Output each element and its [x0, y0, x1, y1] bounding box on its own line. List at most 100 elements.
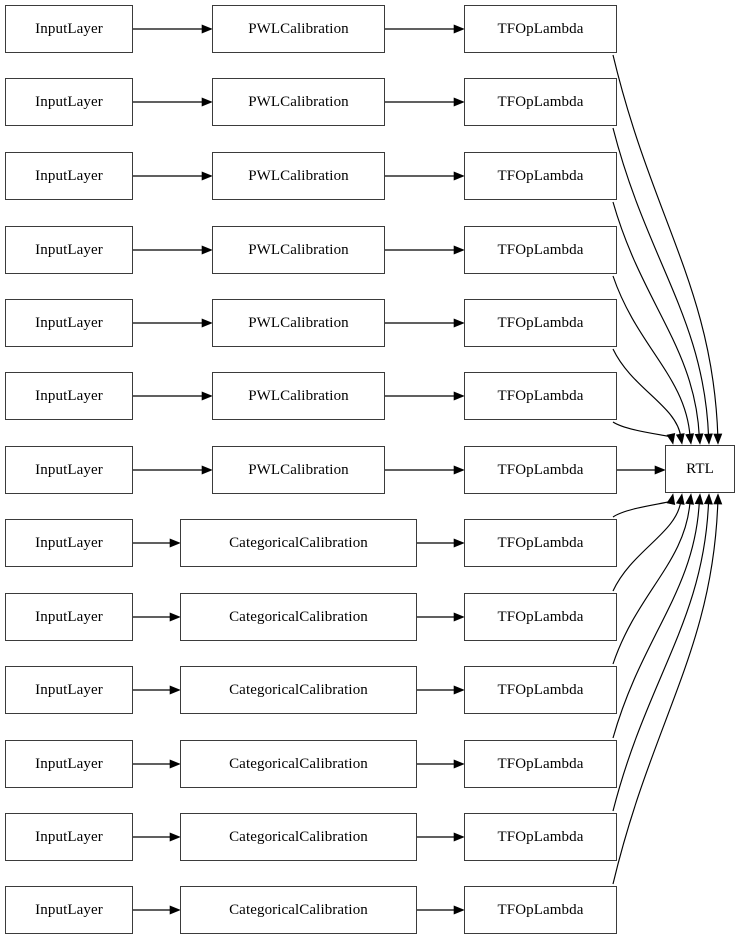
node-input-layer-9[interactable]: InputLayer [5, 666, 133, 714]
edge-input-to-calibration-10-arrowhead [169, 759, 181, 769]
node-pwl-calibration-4-label: PWLCalibration [248, 314, 349, 331]
node-pwl-calibration-3[interactable]: PWLCalibration [212, 226, 385, 274]
node-tfoplambda-4-label: TFOpLambda [497, 314, 584, 331]
edge-calibration-to-lambda-10-arrowhead [453, 759, 465, 769]
node-pwl-calibration-6-label: PWLCalibration [248, 461, 349, 478]
node-input-layer-11-label: InputLayer [35, 828, 103, 845]
edge-calibration-to-lambda-8-arrowhead [453, 612, 465, 622]
node-pwl-calibration-1[interactable]: PWLCalibration [212, 78, 385, 126]
node-categorical-calibration-7-label: CategoricalCalibration [229, 534, 368, 551]
edge-lambda-to-rtl-7-arrowhead [666, 493, 676, 505]
edge-lambda-to-rtl-12-arrowhead [713, 493, 723, 505]
node-tfoplambda-10[interactable]: TFOpLambda [464, 740, 617, 788]
edge-lambda-to-rtl-7 [612, 500, 672, 518]
node-rtl[interactable]: RTL [665, 445, 735, 493]
node-tfoplambda-11[interactable]: TFOpLambda [464, 813, 617, 861]
edge-input-to-calibration-2-arrowhead [201, 171, 213, 181]
node-input-layer-2[interactable]: InputLayer [5, 152, 133, 200]
node-input-layer-0[interactable]: InputLayer [5, 5, 133, 53]
node-input-layer-1[interactable]: InputLayer [5, 78, 133, 126]
node-pwl-calibration-3-label: PWLCalibration [248, 241, 349, 258]
node-input-layer-10-label: InputLayer [35, 755, 103, 772]
edge-lambda-to-rtl-10 [612, 500, 700, 739]
node-input-layer-12[interactable]: InputLayer [5, 886, 133, 934]
node-input-layer-4[interactable]: InputLayer [5, 299, 133, 347]
edge-lambda-to-rtl-1-arrowhead [703, 433, 713, 445]
edge-calibration-to-lambda-4-arrowhead [453, 318, 465, 328]
edge-lambda-to-rtl-4 [612, 348, 682, 438]
edge-input-to-calibration-12-arrowhead [169, 905, 181, 915]
node-tfoplambda-1-label: TFOpLambda [497, 93, 584, 110]
edge-lambda-to-rtl-1 [612, 127, 710, 438]
node-pwl-calibration-0-label: PWLCalibration [248, 20, 349, 37]
node-tfoplambda-12[interactable]: TFOpLambda [464, 886, 617, 934]
node-tfoplambda-1[interactable]: TFOpLambda [464, 78, 617, 126]
node-tfoplambda-10-label: TFOpLambda [497, 755, 584, 772]
node-tfoplambda-7[interactable]: TFOpLambda [464, 519, 617, 567]
node-pwl-calibration-5[interactable]: PWLCalibration [212, 372, 385, 420]
edge-calibration-to-lambda-6-arrowhead [453, 465, 465, 475]
edge-input-to-calibration-8-arrowhead [169, 612, 181, 622]
node-tfoplambda-7-label: TFOpLambda [497, 534, 584, 551]
node-categorical-calibration-8-label: CategoricalCalibration [229, 608, 368, 625]
edge-calibration-to-lambda-2-arrowhead [453, 171, 465, 181]
node-categorical-calibration-8[interactable]: CategoricalCalibration [180, 593, 417, 641]
node-categorical-calibration-12[interactable]: CategoricalCalibration [180, 886, 417, 934]
edge-lambda-to-rtl-8 [612, 500, 682, 592]
node-tfoplambda-4[interactable]: TFOpLambda [464, 299, 617, 347]
node-categorical-calibration-11[interactable]: CategoricalCalibration [180, 813, 417, 861]
node-input-layer-8-label: InputLayer [35, 608, 103, 625]
node-categorical-calibration-11-label: CategoricalCalibration [229, 828, 368, 845]
node-categorical-calibration-10-label: CategoricalCalibration [229, 755, 368, 772]
node-tfoplambda-3[interactable]: TFOpLambda [464, 226, 617, 274]
node-categorical-calibration-9-label: CategoricalCalibration [229, 681, 368, 698]
node-tfoplambda-5[interactable]: TFOpLambda [464, 372, 617, 420]
node-input-layer-7[interactable]: InputLayer [5, 519, 133, 567]
node-pwl-calibration-2-label: PWLCalibration [248, 167, 349, 184]
edge-input-to-calibration-11-arrowhead [169, 832, 181, 842]
node-input-layer-8[interactable]: InputLayer [5, 593, 133, 641]
node-input-layer-1-label: InputLayer [35, 93, 103, 110]
node-input-layer-4-label: InputLayer [35, 314, 103, 331]
node-pwl-calibration-0[interactable]: PWLCalibration [212, 5, 385, 53]
edge-input-to-calibration-1-arrowhead [201, 97, 213, 107]
edge-lambda-to-rtl-5-arrowhead [666, 433, 676, 445]
node-tfoplambda-0-label: TFOpLambda [497, 20, 584, 37]
node-tfoplambda-0[interactable]: TFOpLambda [464, 5, 617, 53]
node-tfoplambda-9[interactable]: TFOpLambda [464, 666, 617, 714]
node-tfoplambda-6[interactable]: TFOpLambda [464, 446, 617, 494]
node-input-layer-10[interactable]: InputLayer [5, 740, 133, 788]
node-pwl-calibration-2[interactable]: PWLCalibration [212, 152, 385, 200]
edge-input-to-calibration-5-arrowhead [201, 391, 213, 401]
edge-calibration-to-lambda-1-arrowhead [453, 97, 465, 107]
edge-input-to-calibration-3-arrowhead [201, 245, 213, 255]
node-tfoplambda-12-label: TFOpLambda [497, 901, 584, 918]
edge-calibration-to-lambda-7-arrowhead [453, 538, 465, 548]
node-pwl-calibration-6[interactable]: PWLCalibration [212, 446, 385, 494]
node-tfoplambda-11-label: TFOpLambda [497, 828, 584, 845]
node-tfoplambda-8[interactable]: TFOpLambda [464, 593, 617, 641]
node-input-layer-5[interactable]: InputLayer [5, 372, 133, 420]
edge-lambda-to-rtl-4-arrowhead [675, 433, 685, 445]
node-input-layer-12-label: InputLayer [35, 901, 103, 918]
node-input-layer-7-label: InputLayer [35, 534, 103, 551]
node-categorical-calibration-9[interactable]: CategoricalCalibration [180, 666, 417, 714]
node-pwl-calibration-4[interactable]: PWLCalibration [212, 299, 385, 347]
node-categorical-calibration-10[interactable]: CategoricalCalibration [180, 740, 417, 788]
node-rtl-label: RTL [686, 460, 714, 477]
node-tfoplambda-2[interactable]: TFOpLambda [464, 152, 617, 200]
edge-calibration-to-lambda-12-arrowhead [453, 905, 465, 915]
edge-calibration-to-lambda-3-arrowhead [453, 245, 465, 255]
node-input-layer-11[interactable]: InputLayer [5, 813, 133, 861]
edge-lambda-to-rtl-2-arrowhead [694, 433, 704, 445]
edge-lambda-to-rtl-3 [612, 275, 691, 438]
node-categorical-calibration-7[interactable]: CategoricalCalibration [180, 519, 417, 567]
edge-input-to-calibration-9-arrowhead [169, 685, 181, 695]
edge-lambda-to-rtl-11-arrowhead [703, 493, 713, 505]
edge-lambda-to-rtl-9 [612, 500, 691, 665]
node-input-layer-3[interactable]: InputLayer [5, 226, 133, 274]
edge-lambda-to-rtl-8-arrowhead [675, 493, 685, 505]
edge-lambda-to-rtl-2 [612, 201, 700, 438]
node-input-layer-6[interactable]: InputLayer [5, 446, 133, 494]
